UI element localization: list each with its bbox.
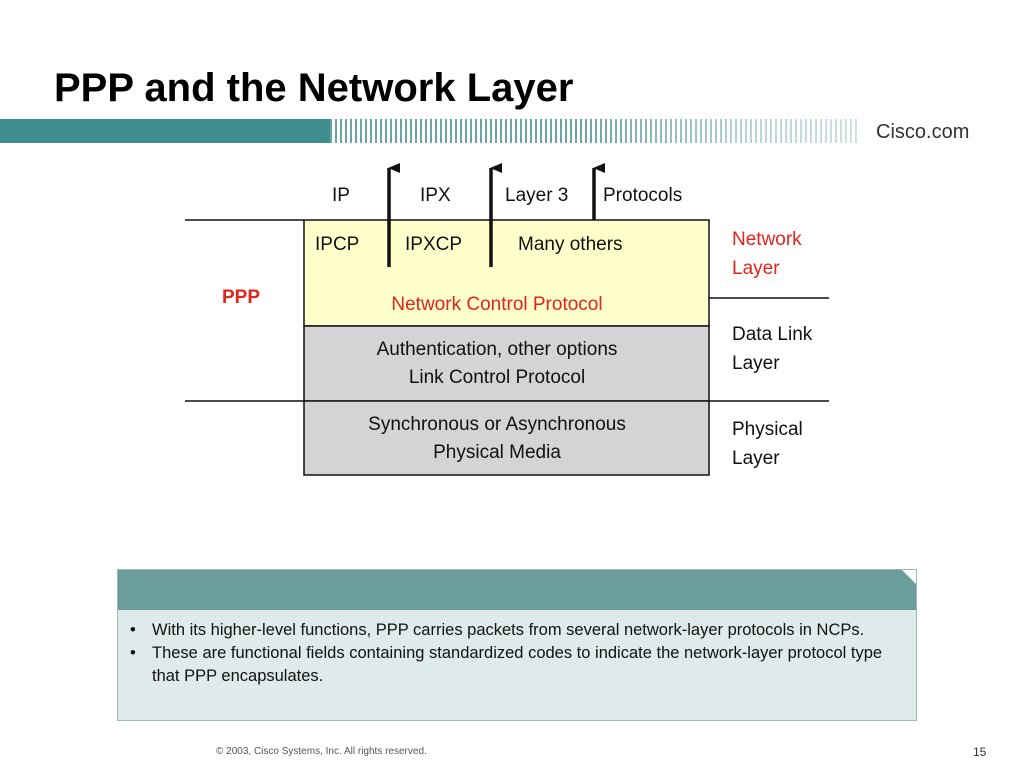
slide-title: PPP and the Network Layer xyxy=(54,66,574,110)
note-text: With its higher-level functions, PPP car… xyxy=(152,621,865,639)
layer-network-line2: Layer xyxy=(732,258,780,279)
banner-solid-bar xyxy=(0,119,330,143)
physical-box xyxy=(303,400,710,476)
layer-datalink-line2: Layer xyxy=(732,353,780,374)
ncp-box xyxy=(303,219,710,327)
top-label-ip: IP xyxy=(332,185,350,206)
lcp-line1: Authentication, other options xyxy=(377,339,618,360)
ncp-protocol-ipcp: IPCP xyxy=(315,234,359,255)
logo-background xyxy=(860,119,1024,143)
copyright-footer: © 2003, Cisco Systems, Inc. All rights r… xyxy=(216,746,427,757)
notes-box: • With its higher-level functions, PPP c… xyxy=(117,569,917,721)
layer-network-line1: Network xyxy=(732,229,802,250)
bullet-glyph: • xyxy=(130,621,136,639)
top-label-ipx: IPX xyxy=(420,185,451,206)
top-label-protocols: Protocols xyxy=(603,185,682,206)
ncp-protocol-others: Many others xyxy=(518,234,623,255)
physical-line2: Physical Media xyxy=(433,442,561,463)
lcp-line2: Link Control Protocol xyxy=(409,367,585,388)
top-label-layer3: Layer 3 xyxy=(505,185,568,206)
ncp-protocol-ipxcp: IPXCP xyxy=(405,234,462,255)
physical-line1: Synchronous or Asynchronous xyxy=(368,414,626,435)
note-item: • With its higher-level functions, PPP c… xyxy=(128,619,908,642)
layer-datalink-line1: Data Link xyxy=(732,324,813,345)
ppp-label: PPP xyxy=(222,287,260,308)
layer-physical-line1: Physical xyxy=(732,419,803,440)
ppp-layer-diagram: IP IPX Layer 3 Protocols IPCP IPXCP Many… xyxy=(185,163,829,476)
header-banner: Cisco.com xyxy=(0,119,1024,143)
page-number: 15 xyxy=(973,745,987,759)
note-item: • These are functional fields containing… xyxy=(128,642,908,688)
banner-angle xyxy=(316,119,330,143)
layer-physical-line2: Layer xyxy=(732,448,780,469)
notes-header-bar xyxy=(118,570,916,610)
ncp-name: Network Control Protocol xyxy=(391,294,602,315)
note-text: These are functional fields containing s… xyxy=(152,644,883,685)
lcp-box xyxy=(303,325,710,402)
notes-corner-cut xyxy=(902,570,916,584)
cisco-logo: Cisco.com xyxy=(876,121,970,143)
notes-list: • With its higher-level functions, PPP c… xyxy=(128,619,908,688)
bullet-glyph: • xyxy=(130,644,136,662)
